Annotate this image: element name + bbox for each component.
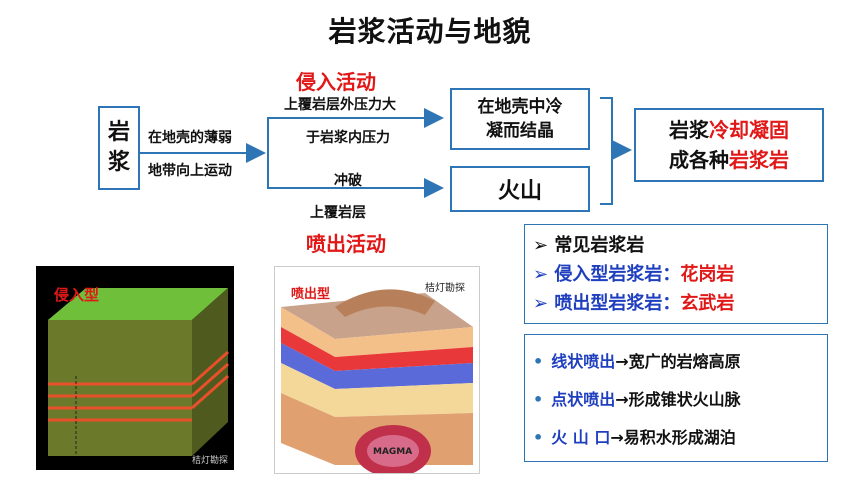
result-part-4: 岩浆岩 bbox=[729, 148, 789, 172]
rock-list-header: 常见岩浆岩 bbox=[554, 235, 645, 256]
arrow-bullet-icon: ➢ bbox=[533, 235, 555, 256]
eruption-result: →形成锥状火山脉 bbox=[615, 390, 741, 409]
eruption-line-1: 冲破 bbox=[334, 173, 362, 189]
eruption-type: 线状喷出 bbox=[551, 352, 616, 371]
magma-char-1: 岩 bbox=[107, 120, 130, 145]
eruption-result: →易积水形成湖泊 bbox=[610, 428, 736, 447]
intrusive-block-illustration bbox=[48, 288, 229, 456]
bullet-icon: • bbox=[533, 428, 544, 447]
result-part-3: 成各种 bbox=[669, 148, 729, 172]
result-part-1: 岩浆 bbox=[669, 118, 709, 142]
eruption-result: →宽广的岩熔高原 bbox=[615, 352, 741, 371]
intrusion-line-1: 上覆岩层外压力大 bbox=[284, 97, 396, 113]
cool-line-2: 凝而结晶 bbox=[486, 121, 554, 141]
cool-line-1: 在地壳中冷 bbox=[477, 97, 563, 117]
magma-text: MAGMA bbox=[373, 447, 413, 457]
extrusive-block-illustration bbox=[281, 289, 473, 477]
intrusive-watermark: 桔灯勘探 bbox=[191, 456, 228, 466]
magma-box: 岩 浆 bbox=[98, 106, 140, 190]
rock-list-box: ➢ 常见岩浆岩 ➢ 侵入型岩浆岩：花岗岩 ➢ 喷出型岩浆岩：玄武岩 bbox=[524, 224, 828, 324]
extrusive-watermark: 桔灯勘探 bbox=[425, 283, 465, 294]
extrusive-rock-label: 喷出型岩浆岩： bbox=[554, 293, 681, 314]
extrusive-label: 喷出型 bbox=[291, 287, 331, 302]
arrow-bullet-icon: ➢ bbox=[533, 264, 555, 285]
intrusive-label: 侵入型 bbox=[54, 286, 100, 304]
eruption-type: 火 山 口 bbox=[551, 428, 611, 447]
result-part-2: 冷却凝固 bbox=[709, 118, 789, 142]
condition-line-2: 地带向上运动 bbox=[148, 163, 232, 179]
eruption-types-box: • 线状喷出→宽广的岩熔高原 • 点状喷出→形成锥状火山脉 • 火 山 口→易积水形成… bbox=[524, 334, 828, 462]
eruption-line-2: 上覆岩层 bbox=[310, 205, 366, 221]
condition-line-1: 在地壳的薄弱 bbox=[148, 130, 232, 146]
intrusion-label: 侵入活动 bbox=[296, 70, 376, 94]
arrow-bullet-icon: ➢ bbox=[533, 293, 555, 314]
magma-char-2: 浆 bbox=[107, 150, 130, 175]
result-box: 岩浆冷却凝固 成各种岩浆岩 bbox=[634, 108, 824, 182]
cool-crystallize-box: 在地壳中冷 凝而结晶 bbox=[450, 88, 590, 150]
page-title: 岩浆活动与地貌 bbox=[328, 15, 532, 48]
intrusive-rock-label: 侵入型岩浆岩： bbox=[554, 264, 681, 285]
bracket-to-result bbox=[600, 97, 613, 205]
extrusive-diagram: 喷出型 桔灯勘探 MAGMA bbox=[274, 266, 480, 477]
bullet-icon: • bbox=[533, 352, 544, 371]
bullet-icon: • bbox=[533, 390, 544, 409]
arrow-to-cool bbox=[267, 108, 444, 153]
intrusion-line-2: 于岩浆内压力 bbox=[306, 130, 390, 146]
volcano-box: 火山 bbox=[450, 166, 590, 212]
extrusive-rock-value: 玄武岩 bbox=[680, 293, 735, 314]
eruption-label: 喷出活动 bbox=[306, 232, 386, 256]
intrusive-rock-value: 花岗岩 bbox=[680, 264, 735, 285]
intrusive-diagram: 侵入型 桔灯勘探 bbox=[36, 266, 234, 470]
eruption-type: 点状喷出 bbox=[551, 390, 616, 409]
arrow-to-volcano bbox=[267, 153, 444, 198]
